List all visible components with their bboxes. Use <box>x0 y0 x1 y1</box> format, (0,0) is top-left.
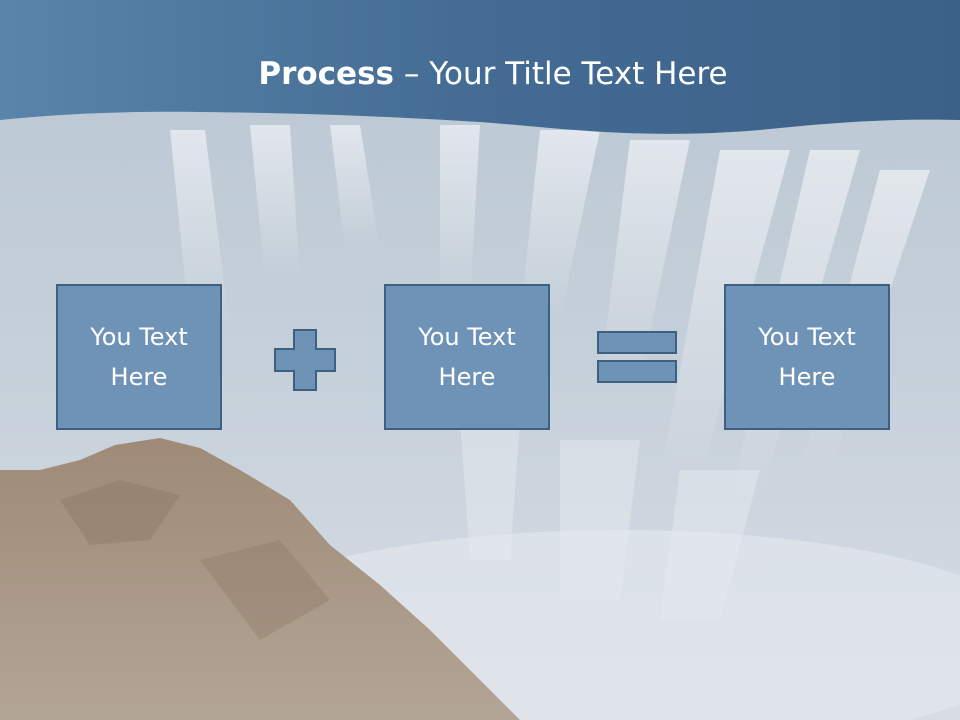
plus-icon <box>274 329 336 391</box>
process-box-2[interactable]: You Text Here <box>384 284 550 430</box>
process-box-1[interactable]: You Text Here <box>56 284 222 430</box>
equals-icon <box>597 331 677 383</box>
title-separator: – <box>394 56 430 92</box>
process-box-3[interactable]: You Text Here <box>724 284 890 430</box>
title-bold: Process <box>258 56 394 92</box>
slide-title: Process – Your Title Text Here <box>0 52 960 96</box>
title-text: Your Title Text Here <box>429 56 728 92</box>
